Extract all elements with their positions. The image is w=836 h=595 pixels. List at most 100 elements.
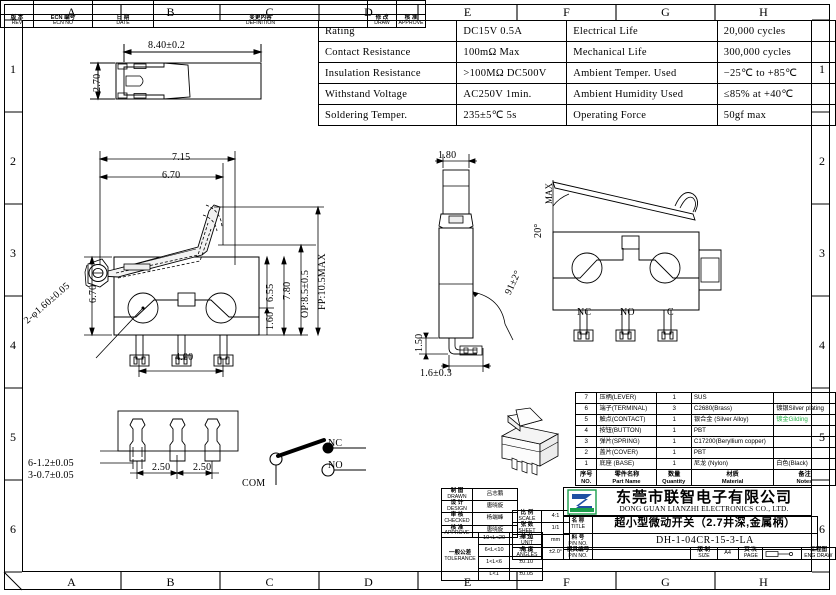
version-label: 版 制 SIZE bbox=[689, 546, 718, 561]
bom-no: 1 bbox=[574, 458, 598, 470]
zone-row-1: 1 bbox=[10, 62, 16, 76]
bom-header-no-cn: 序号 bbox=[580, 470, 593, 478]
revision-header-draw-en: DRAW bbox=[374, 20, 390, 26]
approval-design-en: DESIGN bbox=[447, 506, 467, 512]
table-row: Insulation Resistance >100MΩ DC500V Ambi… bbox=[317, 62, 836, 84]
spec-value: >100MΩ DC500V bbox=[456, 62, 568, 84]
drawing-title-value: 超小型微动开关（2.7井深,金属柄） bbox=[592, 516, 818, 534]
bom-qty: 1 bbox=[656, 436, 692, 448]
zone-row-4-right: 4 bbox=[819, 338, 825, 352]
zone-col-a-bottom: A bbox=[67, 575, 76, 589]
zone-row-5: 5 bbox=[10, 430, 16, 444]
top-view-width-dim: 8.40±0.2 bbox=[148, 40, 186, 51]
bom-no: 5 bbox=[574, 414, 598, 426]
zone-col-f: F bbox=[563, 5, 570, 19]
company-header: 东莞市联智电子有限公司 DONG GUAN LIANZHI ELECTRONIC… bbox=[563, 487, 812, 516]
circuit-label-nc: NC bbox=[328, 438, 343, 449]
spec-key: Soldering Temper. bbox=[317, 104, 458, 126]
drawing-title-text: 超小型微动开关（2.7井深,金属柄） bbox=[614, 517, 796, 530]
bom-no: 6 bbox=[574, 403, 598, 415]
circuit-label-no: NO bbox=[328, 460, 343, 471]
table-row: Contact Resistance 100mΩ Max Mechanical … bbox=[317, 41, 836, 63]
spec-value: 235±5℃ 5s bbox=[456, 104, 568, 126]
approval-checked-cn: 审 核 bbox=[450, 512, 464, 519]
table-row: 单 位 UNIT mm bbox=[512, 534, 570, 548]
tolerance-label: 一般公差 TOLERANCE bbox=[440, 532, 480, 581]
front-view-dim-6-70-top: 6.70 bbox=[162, 170, 181, 181]
zone-row-3: 3 bbox=[10, 246, 16, 260]
bom-header-part: 零件名称 Part Name bbox=[596, 469, 658, 486]
spec-key-2: Mechanical Life bbox=[566, 41, 718, 63]
spec-value: 100mΩ Max bbox=[456, 41, 568, 63]
scale-sheet-block: 比 例 SCALE 4:1 张 数 SHEET 1/1 单 位 UNIT mm … bbox=[512, 509, 570, 560]
table-row: 1<L<6 ±0.10 bbox=[442, 556, 544, 569]
table-row: Withstand Voltage AC250V 1min. Ambient H… bbox=[317, 83, 836, 105]
drawing-title-label: 名 称 TITLE bbox=[563, 516, 593, 534]
bom-material: 银合金 (Silver Alloy) bbox=[690, 414, 775, 426]
revision-table: 版 本 REV ECN 编号 ECN NO 日 期 DATE 变更内容 DEFI… bbox=[0, 0, 426, 28]
zone-col-d: D bbox=[364, 5, 373, 19]
unit-label-cn: 单 位 bbox=[520, 534, 534, 541]
bom-part: 压柄(LEVER) bbox=[596, 392, 658, 404]
front-view-dim-fp: FP:10.5MAX bbox=[317, 253, 328, 310]
tolerance-range: 10<L<20 bbox=[478, 532, 511, 545]
circuit-label-com: COM bbox=[242, 478, 266, 489]
drawing-title-label-en: TITLE bbox=[570, 524, 586, 530]
side-view-drawing bbox=[419, 154, 514, 372]
spec-key: Contact Resistance bbox=[317, 41, 458, 63]
side-view-dim-1-50: 1.50 bbox=[414, 333, 425, 352]
revision-header-approve-en: APPROVE bbox=[398, 20, 424, 26]
bom-header-qty-en: Quantity bbox=[662, 477, 686, 485]
terminal-label-nc: NC bbox=[577, 307, 592, 318]
revision-header-draw-cn: 修 改 bbox=[375, 14, 389, 21]
front-view-dim-6-55: 6.55 bbox=[265, 283, 276, 302]
zone-col-c-bottom: C bbox=[265, 575, 274, 589]
company-name-en: DONG GUAN LIANZHI ELECTRONICS CO., LTD. bbox=[619, 504, 789, 514]
scale-label-cn: 比 例 bbox=[520, 510, 534, 516]
zone-col-h-bottom: H bbox=[759, 575, 768, 589]
bom-notes: 镀金Gilding bbox=[773, 414, 836, 426]
revision-header-ecn-en: ECN NO bbox=[52, 20, 74, 26]
bom-part: 按钮(BUTTON) bbox=[596, 425, 658, 437]
bottom-view-drawing bbox=[100, 410, 239, 479]
zone-col-e: E bbox=[463, 5, 472, 19]
front-view-dim-1-60: 1.60 bbox=[265, 311, 276, 330]
sheet-label-en: SHEET bbox=[518, 528, 536, 534]
approval-value-design: 唐晓旋 bbox=[472, 500, 518, 514]
table-row: 3 弹片(SPRING) 1 C17200(Beryllium copper) bbox=[574, 436, 836, 448]
side-view-dim-1-6: 1.6±0.3 bbox=[420, 368, 452, 379]
drawing-title-label-cn: 名 称 bbox=[571, 518, 585, 525]
bom-header-material: 材质 Material bbox=[690, 469, 775, 486]
table-row: 模具编号 P/N NO. 版 制 SIZE A4 页 次 PAGE bbox=[563, 546, 836, 561]
approval-design-cn: 设 计 bbox=[450, 500, 464, 507]
bottom-view-pitch-1: 2.50 bbox=[152, 462, 171, 473]
part-no-text: DH-1-04CR-15-3-LA bbox=[656, 534, 754, 546]
bottom-view-pin-note-6: 6-1.2±0.05 bbox=[28, 458, 74, 469]
spec-key: Insulation Resistance bbox=[317, 62, 458, 84]
bom-notes: 镀银Silver plating bbox=[773, 403, 836, 415]
zone-col-a: A bbox=[67, 5, 76, 19]
bom-header-row: 序号 NO. 零件名称 Part Name 数量 Quantity 材质 Mat… bbox=[574, 469, 836, 486]
revision-header-definition: 变更内容 DEFINITION bbox=[153, 14, 368, 28]
angles-label: 角 度 ANGLES bbox=[512, 546, 542, 560]
isometric-view bbox=[500, 407, 560, 476]
zone-col-b: B bbox=[166, 5, 175, 19]
unit-label-en: UNIT bbox=[520, 540, 534, 546]
terminal-label-c: C bbox=[667, 307, 674, 318]
bom-material: SUS bbox=[690, 392, 775, 404]
eng-draw-label-cn: 工程图 bbox=[810, 547, 828, 553]
zone-col-b-bottom: B bbox=[166, 575, 175, 589]
angles-label-en: ANGLES bbox=[516, 552, 538, 558]
company-name-cn: 东莞市联智电子有限公司 bbox=[615, 488, 792, 506]
right-view-angle-max-note: MAX bbox=[544, 182, 554, 204]
spec-value: DC15V 0.5A bbox=[456, 20, 568, 42]
right-view-drawing bbox=[552, 180, 722, 342]
approval-drawn-en: DRAWN bbox=[447, 493, 467, 500]
bom-header-material-cn: 材质 bbox=[726, 470, 739, 478]
angles-label-cn: 角 度 bbox=[520, 546, 534, 553]
zone-row-2: 2 bbox=[10, 154, 16, 168]
table-row: 比 例 SCALE 4:1 bbox=[512, 509, 570, 524]
bom-header-part-en: Part Name bbox=[612, 477, 642, 485]
bom-no: 4 bbox=[574, 425, 598, 437]
